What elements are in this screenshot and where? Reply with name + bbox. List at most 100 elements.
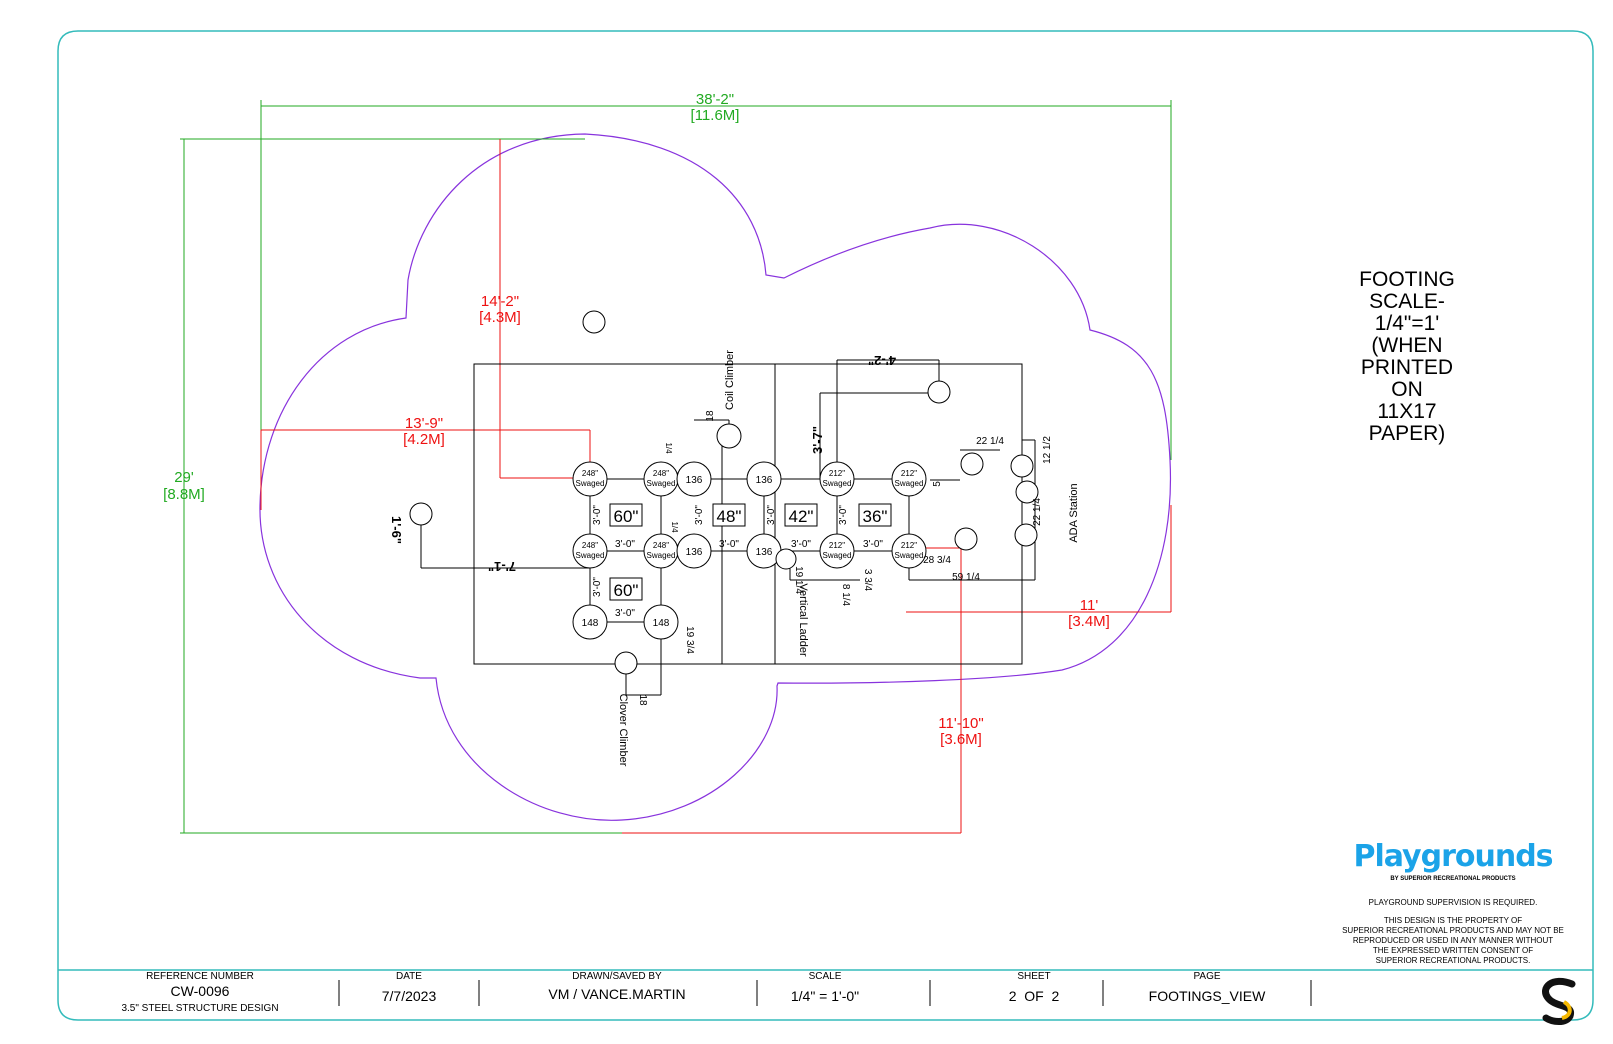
right-offset-label: 11' (1080, 597, 1099, 614)
title-block: REFERENCE NUMBER CW-0096 3.5" STEEL STRU… (121, 971, 1312, 1014)
sheet-value: 2 OF 2 (1009, 988, 1060, 1004)
sp-7-1: 7'-1" (488, 559, 516, 574)
sp-19-1-4: 19 1/4 (793, 566, 804, 594)
sheet-label: SHEET (1017, 971, 1050, 982)
scale-note-line-1: FOOTING (1359, 268, 1455, 291)
footing-148-b (643, 604, 679, 640)
deck-height-3: 42" (789, 507, 814, 526)
deck-height-4: 36" (863, 507, 888, 526)
f212b-size: 212" (829, 541, 845, 550)
f248b-swaged: Swaged (647, 479, 676, 488)
playgrounds-tagline: BY SUPERIOR RECREATIONAL PRODUCTS (1390, 876, 1515, 882)
f248a-swaged: Swaged (576, 479, 605, 488)
f248d-size: 248" (653, 541, 669, 550)
sp-5: 5 (932, 481, 943, 487)
deck-height-boxes (609, 503, 892, 601)
use-zone-boundary (259, 133, 1172, 821)
sp-18b: 18 (637, 694, 648, 706)
reference-value: CW-0096 (171, 983, 230, 999)
sp-12-1-2: 12 1/2 (1042, 436, 1053, 464)
sp-19-3-4: 19 3/4 (684, 626, 695, 654)
property-line-4: THE EXPRESSED WRITTEN CONSENT OF (1373, 946, 1533, 955)
scale-note-line-7: 11X17 (1377, 400, 1436, 423)
sp-18a: 18 (705, 410, 716, 422)
drawn-value: VM / VANCE.MARTIN (548, 986, 685, 1002)
sp-3-7: 3'-7" (810, 426, 825, 454)
sp-28-3-4: 28 3/4 (923, 555, 951, 566)
footing-ladder (775, 548, 797, 570)
footing-coil (716, 423, 742, 449)
page-label: PAGE (1193, 971, 1220, 982)
footing-212-c (891, 461, 927, 497)
property-line-3: REPRODUCED OR USED IN ANY MANNER WITHOUT (1353, 936, 1553, 945)
footing-248-c (572, 533, 608, 569)
right-offset-metric: [3.4M] (1068, 613, 1110, 630)
sp-4-2: 4'-2" (868, 353, 896, 368)
f248c-size: 248" (582, 541, 598, 550)
clover-climber-label: Clover Climber (617, 694, 629, 767)
f136c-size: 136 (756, 475, 773, 486)
footing-top-right (927, 380, 951, 404)
ada-station-label: ADA Station (1068, 483, 1080, 542)
f212c-swaged: Swaged (895, 479, 924, 488)
f136d-size: 136 (756, 547, 773, 558)
f148b-size: 148 (653, 618, 670, 629)
bottom-offset-metric: [3.6M] (940, 731, 982, 748)
scale-value: 1/4" = 1'-0" (791, 988, 859, 1004)
footing-136-a (676, 461, 712, 497)
sp-4: 3'-0" (863, 539, 883, 550)
sp-1-6: 1'-6" (389, 516, 404, 544)
f248d-swaged: Swaged (647, 551, 676, 560)
overall-depth-metric: [8.8M] (163, 486, 205, 503)
reference-sub: 3.5" STEEL STRUCTURE DESIGN (121, 1003, 278, 1014)
sp-22-1-4a: 22 1/4 (976, 436, 1004, 447)
f212b-swaged: Swaged (823, 551, 852, 560)
bottom-offset-label: 11'-10" (938, 715, 983, 732)
f248b-size: 248" (653, 469, 669, 478)
footing-clover (614, 651, 638, 675)
f212c-size: 212" (901, 469, 917, 478)
coil-climber-label: Coil Climber (724, 350, 736, 410)
left-offset-metric: [4.2M] (403, 431, 445, 448)
f212a-size: 212" (829, 469, 845, 478)
red-offset-dimensions (260, 139, 1172, 834)
deck-height-1: 60" (614, 507, 639, 526)
footings (409, 310, 1039, 675)
footing-ada-b (1015, 480, 1039, 504)
scale-note-line-4: (WHEN (1371, 334, 1442, 357)
supervision-note: PLAYGROUND SUPERVISION IS REQUIRED. (1369, 898, 1538, 907)
footing-free-left (409, 502, 433, 526)
vertical-ladder-label: Vertical Ladder (797, 583, 809, 657)
page-value: FOOTINGS_VIEW (1149, 988, 1266, 1004)
footing-labels: 248" Swaged 248" Swaged 248" Swaged 248"… (576, 469, 924, 629)
footing-212-d (891, 533, 927, 569)
f148a-size: 148 (582, 618, 599, 629)
sp-1: 3'-0" (615, 539, 635, 550)
footing-136-c (746, 461, 782, 497)
scale-note-line-5: PRINTED (1361, 356, 1453, 379)
scale-note: FOOTING SCALE- 1/4"=1' (WHEN PRINTED ON … (1359, 268, 1455, 445)
scale-label: SCALE (809, 971, 842, 982)
date-value: 7/7/2023 (382, 988, 437, 1004)
overall-depth-dimension (180, 138, 622, 834)
footing-free-top (582, 310, 606, 334)
sp-v3: 3'-0" (766, 505, 777, 525)
deck-height-5: 60" (614, 581, 639, 600)
footing-ada-c (1014, 523, 1038, 547)
overall-width-metric: [11.6M] (691, 107, 740, 124)
date-label: DATE (396, 971, 422, 982)
footing-248-a (572, 461, 608, 497)
sp-22-1-4b: 22 1/4 (1032, 498, 1043, 526)
overall-width-label: 38'-2" (696, 91, 734, 108)
footing-ada-a (1010, 454, 1034, 478)
f212d-size: 212" (901, 541, 917, 550)
property-line-2: SUPERIOR RECREATIONAL PRODUCTS AND MAY N… (1342, 926, 1564, 935)
sp-59-1-4: 59 1/4 (952, 572, 980, 583)
superior-s-logo (1542, 977, 1576, 1025)
sp-3-3-4: 3 3/4 (862, 569, 873, 592)
sp-1-4b: 1/4 (670, 521, 679, 533)
top-offset-label: 14'-2" (481, 293, 519, 310)
sp-v5: 3'-0" (694, 505, 705, 525)
deck-height-2: 48" (717, 507, 742, 526)
